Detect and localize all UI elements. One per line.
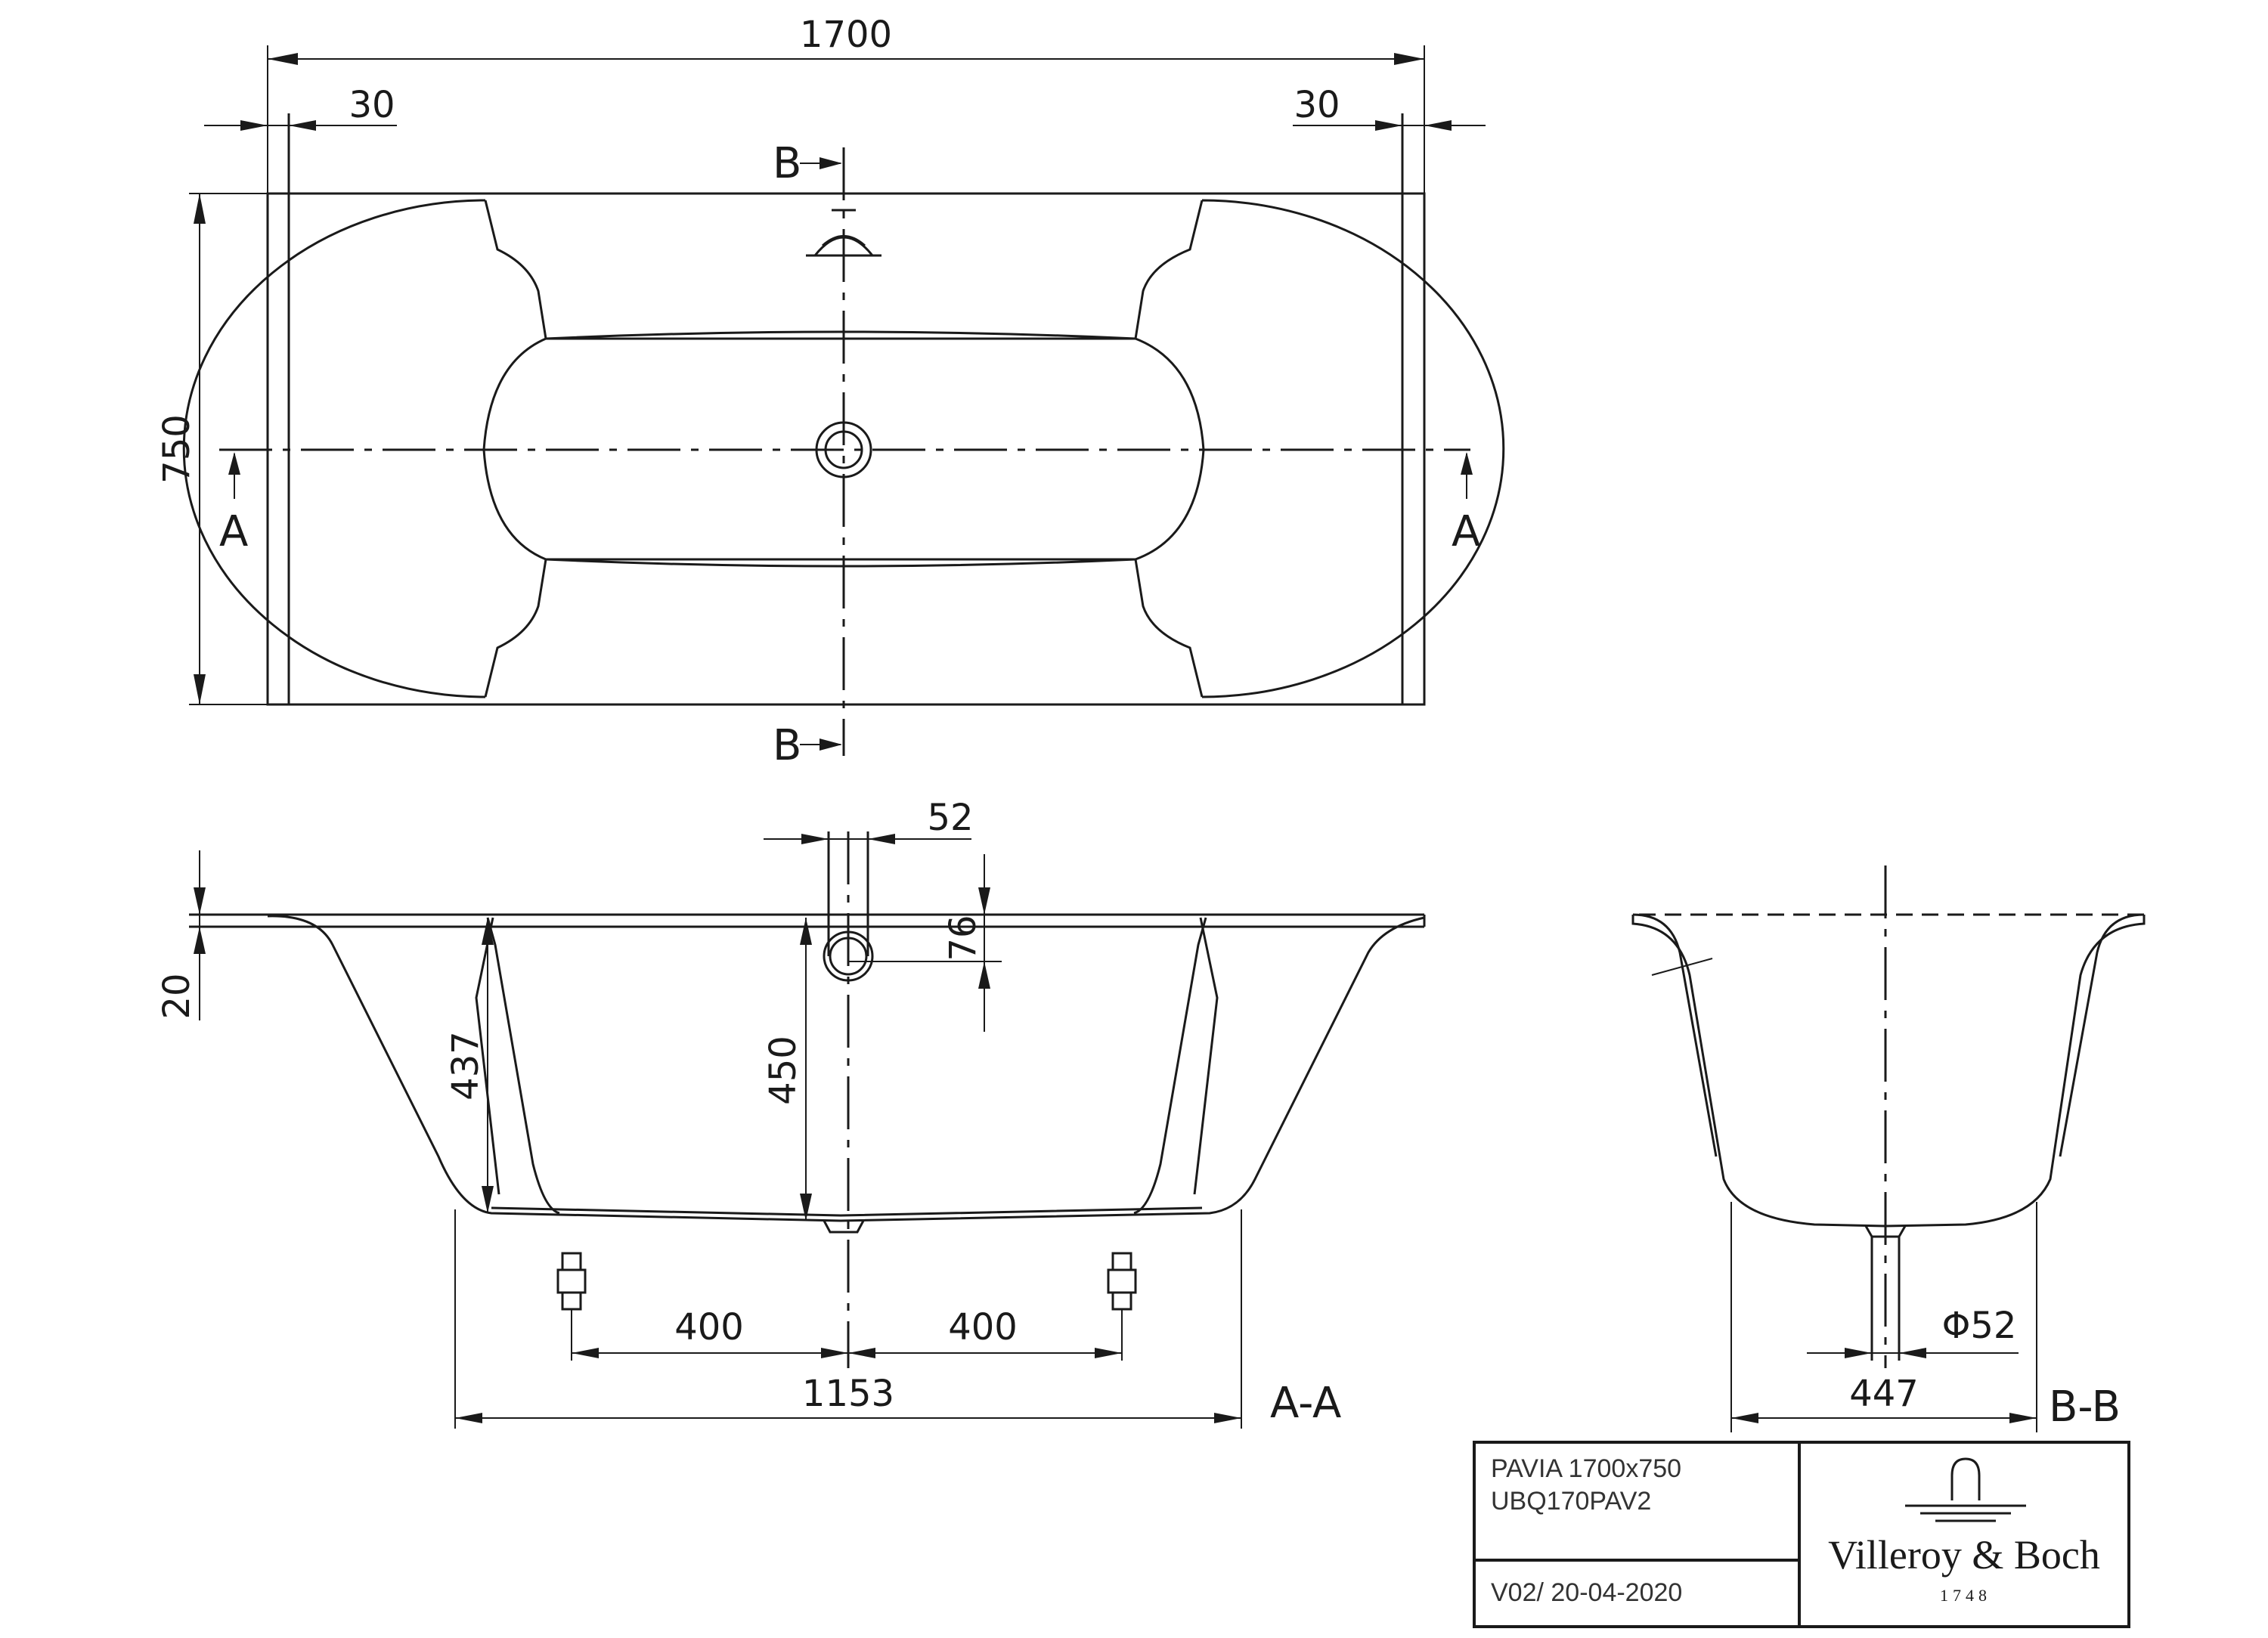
arrow-400l-b: [821, 1348, 848, 1358]
section-arrowhead-b-bottom: [820, 738, 842, 751]
brand-since: 1748: [1940, 1586, 1991, 1605]
tub-body-outline: [267, 915, 1425, 1222]
arrow-1153-a: [455, 1413, 482, 1423]
dim-foot-right: 400: [948, 1306, 1018, 1348]
dim-rim-left: 30: [349, 84, 395, 126]
arrow-drain-a: [1845, 1348, 1872, 1358]
dim-foot-left: 400: [674, 1306, 744, 1348]
arrow-76-b: [978, 961, 990, 989]
tub-inner-right-b: [1193, 917, 1219, 1195]
bb-tub-outline: [1631, 915, 2146, 1228]
arrow-30-left-a: [240, 120, 268, 131]
foot-right: [1107, 1252, 1137, 1361]
brand-logo-icon: [1905, 1457, 2026, 1522]
arrow-30-left-b: [289, 120, 316, 131]
arrow-52-b: [868, 834, 895, 844]
section-arrowhead-b-top: [820, 157, 842, 169]
section-marker-a-right: A: [1452, 507, 1480, 556]
dim-bottom-width: 447: [1849, 1373, 1919, 1415]
version-date: V02/ 20-04-2020: [1491, 1578, 1682, 1607]
section-label-a-a: A-A: [1270, 1379, 1341, 1428]
arrow-400r-a: [848, 1348, 875, 1358]
arrow-1700-right: [1394, 53, 1424, 65]
basin-outline: [182, 199, 1505, 698]
title-block: PAVIA 1700x750 UBQ170PAV2 V02/ 20-04-202…: [1473, 1441, 2130, 1628]
dim-rim-right: 30: [1294, 84, 1340, 126]
arrow-30-right-b: [1424, 120, 1452, 131]
tub-inner-right: [1133, 917, 1207, 1215]
arrow-450-a: [800, 918, 812, 945]
dim-rim-thickness: 20: [156, 973, 198, 1019]
foot-left: [556, 1252, 587, 1361]
dim-overall-length: 1700: [800, 14, 892, 56]
title-block-frame: [1473, 1441, 2130, 1628]
bb-rim-tick: [1651, 958, 1713, 976]
arrow-447-a: [1731, 1413, 1758, 1423]
arrow-400l-a: [572, 1348, 599, 1358]
section-marker-b-top: B: [773, 139, 801, 188]
arrow-437-a: [482, 918, 494, 945]
arrow-447-b: [2009, 1413, 2037, 1423]
dim-depth-center: 450: [762, 1036, 804, 1105]
tub-inner-left: [486, 917, 560, 1215]
arrow-750-top: [194, 194, 206, 224]
product-name: PAVIA 1700x750: [1491, 1454, 1681, 1483]
arrow-20-b: [194, 927, 206, 954]
dim-overall-width: 750: [156, 414, 198, 484]
section-arrowhead-a-left: [228, 452, 240, 475]
section-marker-a-left: A: [219, 507, 248, 556]
dim-overflow-height: 76: [942, 915, 984, 961]
arrow-437-b: [482, 1186, 494, 1213]
arrow-1153-b: [1214, 1413, 1241, 1423]
tub-bottom-upper: [491, 1206, 1203, 1217]
arrow-450-b: [800, 1194, 812, 1221]
section-b-b-view: Φ52 447 B-B: [1631, 865, 2146, 1432]
arrow-76-a: [978, 887, 990, 915]
arrow-30-right-a: [1375, 120, 1402, 131]
product-code: UBQ170PAV2: [1491, 1487, 1651, 1516]
arrow-400r-b: [1095, 1348, 1122, 1358]
dim-depth-side: 437: [445, 1031, 487, 1101]
brand-wordmark: Villeroy & Boch: [1828, 1532, 2100, 1578]
arrow-52-a: [801, 834, 829, 844]
dim-drain-diameter: Φ52: [1942, 1305, 2017, 1347]
arrow-750-bottom: [194, 674, 206, 704]
dim-overflow-diameter: 52: [927, 797, 973, 839]
dim-bottom-length: 1153: [802, 1373, 894, 1415]
section-label-b-b: B-B: [2049, 1383, 2121, 1432]
drain-stub: [823, 1220, 865, 1234]
arrow-drain-b: [1899, 1348, 1926, 1358]
section-a-a-view: 52 76 20 437 450 400 400: [156, 797, 1426, 1429]
brand-logo: Villeroy & Boch 1748: [1828, 1457, 2100, 1605]
plan-view: 1700 30 30 750 B B A A: [156, 14, 1505, 770]
arrow-1700-left: [268, 53, 298, 65]
section-arrowhead-a-right: [1461, 452, 1473, 475]
arrow-20-a: [194, 887, 206, 915]
section-marker-b-bottom: B: [773, 721, 801, 770]
bb-tub-inner: [1632, 913, 2145, 1157]
